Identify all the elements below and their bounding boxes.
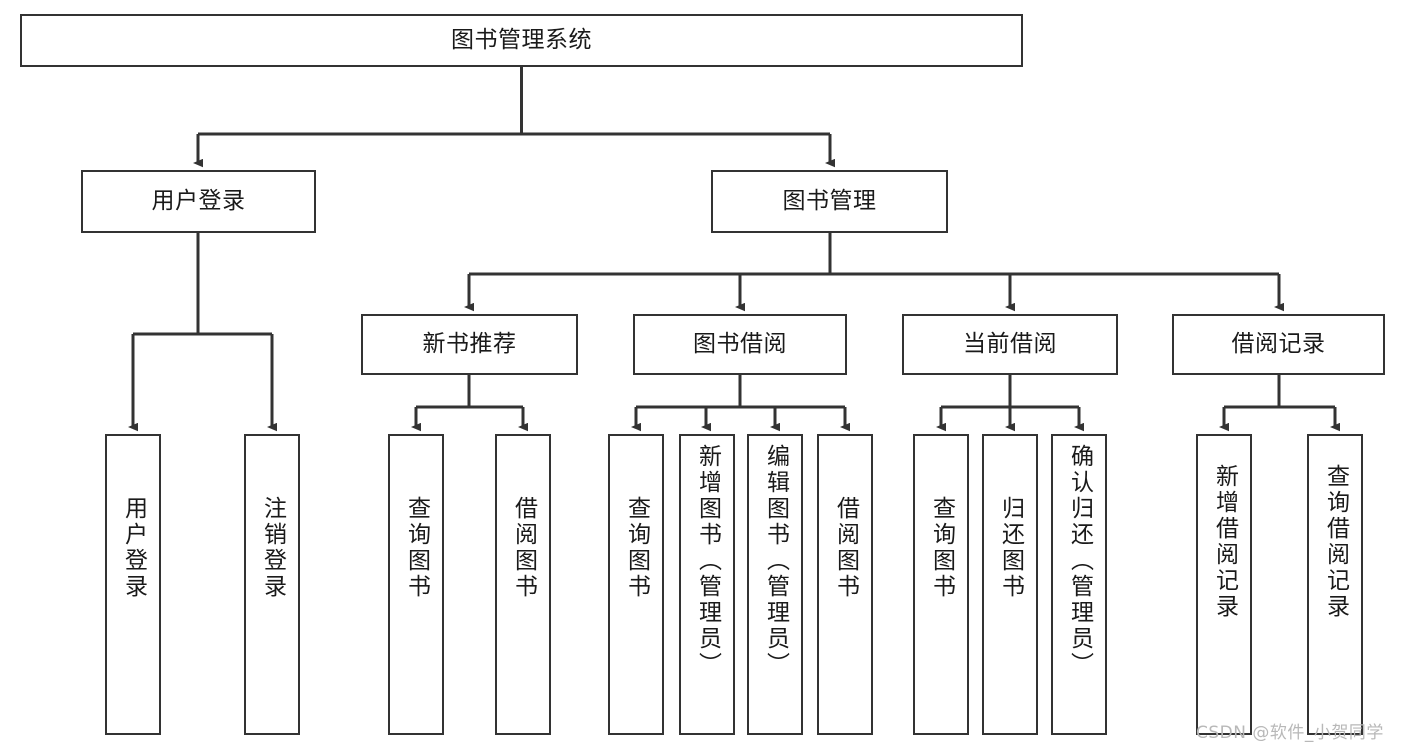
node-leaf-borrow-book-1-label: 借阅图书 xyxy=(510,496,537,600)
node-leaf-add-record[interactable]: 新增借阅记录 xyxy=(1196,434,1252,735)
node-leaf-borrow-book-2[interactable]: 借阅图书 xyxy=(817,434,873,735)
node-leaf-query-book-3[interactable]: 查询图书 xyxy=(913,434,969,735)
csdn-watermark: CSDN @软件_小贺同学 xyxy=(1196,723,1384,743)
node-leaf-edit-book-label: 编辑图书（管理员） xyxy=(762,444,789,678)
node-leaf-confirm-return[interactable]: 确认归还（管理员） xyxy=(1051,434,1107,735)
node-leaf-query-book-3-label: 查询图书 xyxy=(928,496,955,600)
node-leaf-user-login[interactable]: 用户登录 xyxy=(105,434,161,735)
node-book-manage-label: 图书管理 xyxy=(782,187,877,214)
node-new-book-recommend-label: 新书推荐 xyxy=(422,330,517,357)
node-leaf-query-book-1-label: 查询图书 xyxy=(403,496,430,600)
node-user-login[interactable]: 用户登录 xyxy=(81,170,316,233)
node-leaf-confirm-return-label: 确认归还（管理员） xyxy=(1066,444,1093,678)
node-root-system[interactable]: 图书管理系统 xyxy=(20,14,1023,67)
node-book-borrow[interactable]: 图书借阅 xyxy=(633,314,847,375)
node-current-borrow-label: 当前借阅 xyxy=(963,330,1057,357)
node-leaf-return-book-label: 归还图书 xyxy=(997,496,1024,600)
node-leaf-add-record-label: 新增借阅记录 xyxy=(1211,464,1238,620)
node-book-borrow-label: 图书借阅 xyxy=(693,330,787,357)
node-root-system-label: 图书管理系统 xyxy=(451,26,592,53)
node-book-manage[interactable]: 图书管理 xyxy=(711,170,948,233)
node-new-book-recommend[interactable]: 新书推荐 xyxy=(361,314,578,375)
node-leaf-borrow-book-1[interactable]: 借阅图书 xyxy=(495,434,551,735)
node-leaf-query-book-2-label: 查询图书 xyxy=(623,496,650,600)
node-borrow-record[interactable]: 借阅记录 xyxy=(1172,314,1385,375)
node-leaf-user-login-label: 用户登录 xyxy=(120,496,147,600)
node-leaf-query-record-label: 查询借阅记录 xyxy=(1322,464,1349,620)
node-leaf-borrow-book-2-label: 借阅图书 xyxy=(832,496,859,600)
node-leaf-add-book[interactable]: 新增图书（管理员） xyxy=(679,434,735,735)
node-current-borrow[interactable]: 当前借阅 xyxy=(902,314,1118,375)
node-leaf-user-logout[interactable]: 注销登录 xyxy=(244,434,300,735)
node-leaf-query-book-2[interactable]: 查询图书 xyxy=(608,434,664,735)
node-borrow-record-label: 借阅记录 xyxy=(1231,330,1326,357)
node-leaf-query-book-1[interactable]: 查询图书 xyxy=(388,434,444,735)
node-leaf-query-record[interactable]: 查询借阅记录 xyxy=(1307,434,1363,735)
node-user-login-label: 用户登录 xyxy=(151,187,246,214)
node-leaf-add-book-label: 新增图书（管理员） xyxy=(694,444,721,678)
node-leaf-user-logout-label: 注销登录 xyxy=(259,496,286,600)
node-leaf-return-book[interactable]: 归还图书 xyxy=(982,434,1038,735)
node-leaf-edit-book[interactable]: 编辑图书（管理员） xyxy=(747,434,803,735)
